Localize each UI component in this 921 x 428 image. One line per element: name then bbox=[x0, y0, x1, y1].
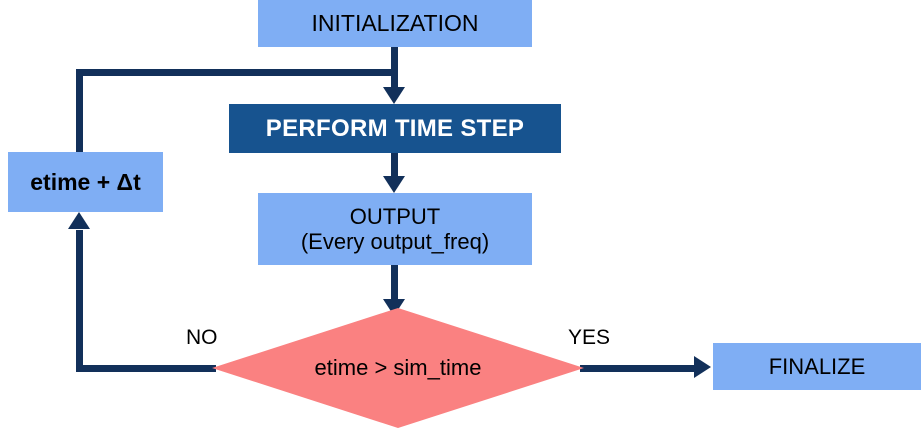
node-output-label-line1: OUTPUT bbox=[349, 203, 441, 229]
connector-output-to-decision bbox=[391, 265, 398, 301]
connector-timestep-to-output bbox=[391, 153, 398, 177]
connector-no-vertical bbox=[76, 230, 83, 365]
node-initialization[interactable]: INITIALIZATION bbox=[258, 0, 532, 47]
node-output[interactable]: OUTPUT (Every output_freq) bbox=[258, 193, 532, 265]
node-etime-increment[interactable]: etime + Δt bbox=[8, 152, 163, 212]
node-decision[interactable]: etime > sim_time bbox=[212, 308, 584, 428]
connector-loop-horizontal-top bbox=[76, 69, 394, 76]
edge-label-no: NO bbox=[186, 326, 218, 349]
node-finalize-label: FINALIZE bbox=[768, 353, 866, 379]
connector-yes-horizontal bbox=[580, 365, 696, 372]
arrowhead-timestep-to-output bbox=[383, 176, 405, 193]
edge-label-yes: YES bbox=[568, 326, 611, 349]
arrowhead-no-to-etime bbox=[68, 212, 90, 229]
node-perform-time-step-label: PERFORM TIME STEP bbox=[265, 114, 525, 142]
node-output-label-line2: (Every output_freq) bbox=[300, 229, 490, 254]
connector-no-horizontal bbox=[76, 365, 216, 372]
node-output-label-stack: OUTPUT (Every output_freq) bbox=[301, 204, 489, 255]
node-etime-increment-label: etime + Δt bbox=[30, 168, 141, 195]
node-initialization-label: INITIALIZATION bbox=[311, 10, 479, 37]
arrowhead-yes-to-finalize bbox=[694, 356, 711, 378]
connector-loop-vertical-left bbox=[76, 69, 83, 155]
arrowhead-init-to-timestep bbox=[383, 87, 405, 104]
node-decision-label: etime > sim_time bbox=[314, 355, 482, 380]
connector-init-to-timestep bbox=[391, 47, 398, 89]
node-perform-time-step[interactable]: PERFORM TIME STEP bbox=[229, 104, 561, 153]
node-finalize[interactable]: FINALIZE bbox=[713, 343, 921, 390]
